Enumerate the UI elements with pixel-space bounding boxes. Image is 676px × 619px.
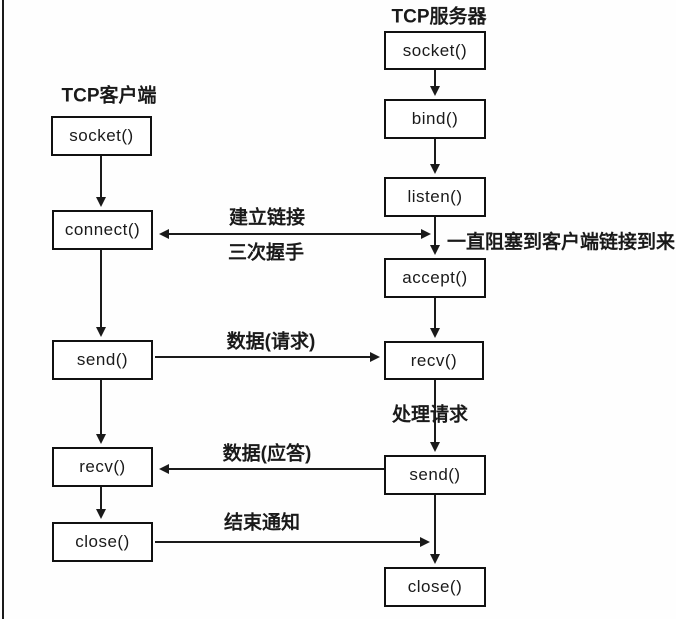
server-listen-box: listen() <box>384 177 486 217</box>
server-column-title: TCP服务器 <box>391 6 487 28</box>
label-data-reply: 数据(应答) <box>222 443 312 465</box>
label-establish-connection: 建立链接 <box>228 207 306 229</box>
server-close-box: close() <box>384 567 486 607</box>
server-bind-box: bind() <box>384 99 486 139</box>
label-end-notice: 结束通知 <box>223 512 301 534</box>
label-data-request: 数据(请求) <box>226 331 316 353</box>
client-column-title: TCP客户端 <box>61 85 157 107</box>
client-connect-box: connect() <box>52 210 153 250</box>
label-block-until-client-connects: 一直阻塞到客户端链接到来 <box>447 232 676 253</box>
server-accept-box: accept() <box>384 258 486 298</box>
server-recv-box: recv() <box>384 341 484 380</box>
server-send-box: send() <box>384 455 486 495</box>
client-close-box: close() <box>52 522 153 562</box>
left-border-line <box>2 0 4 619</box>
server-socket-box: socket() <box>384 31 486 70</box>
client-socket-box: socket() <box>51 116 152 156</box>
client-recv-box: recv() <box>52 447 153 487</box>
client-send-box: send() <box>52 340 153 380</box>
label-process-request: 处理请求 <box>391 404 469 426</box>
label-three-way-handshake: 三次握手 <box>227 242 305 264</box>
